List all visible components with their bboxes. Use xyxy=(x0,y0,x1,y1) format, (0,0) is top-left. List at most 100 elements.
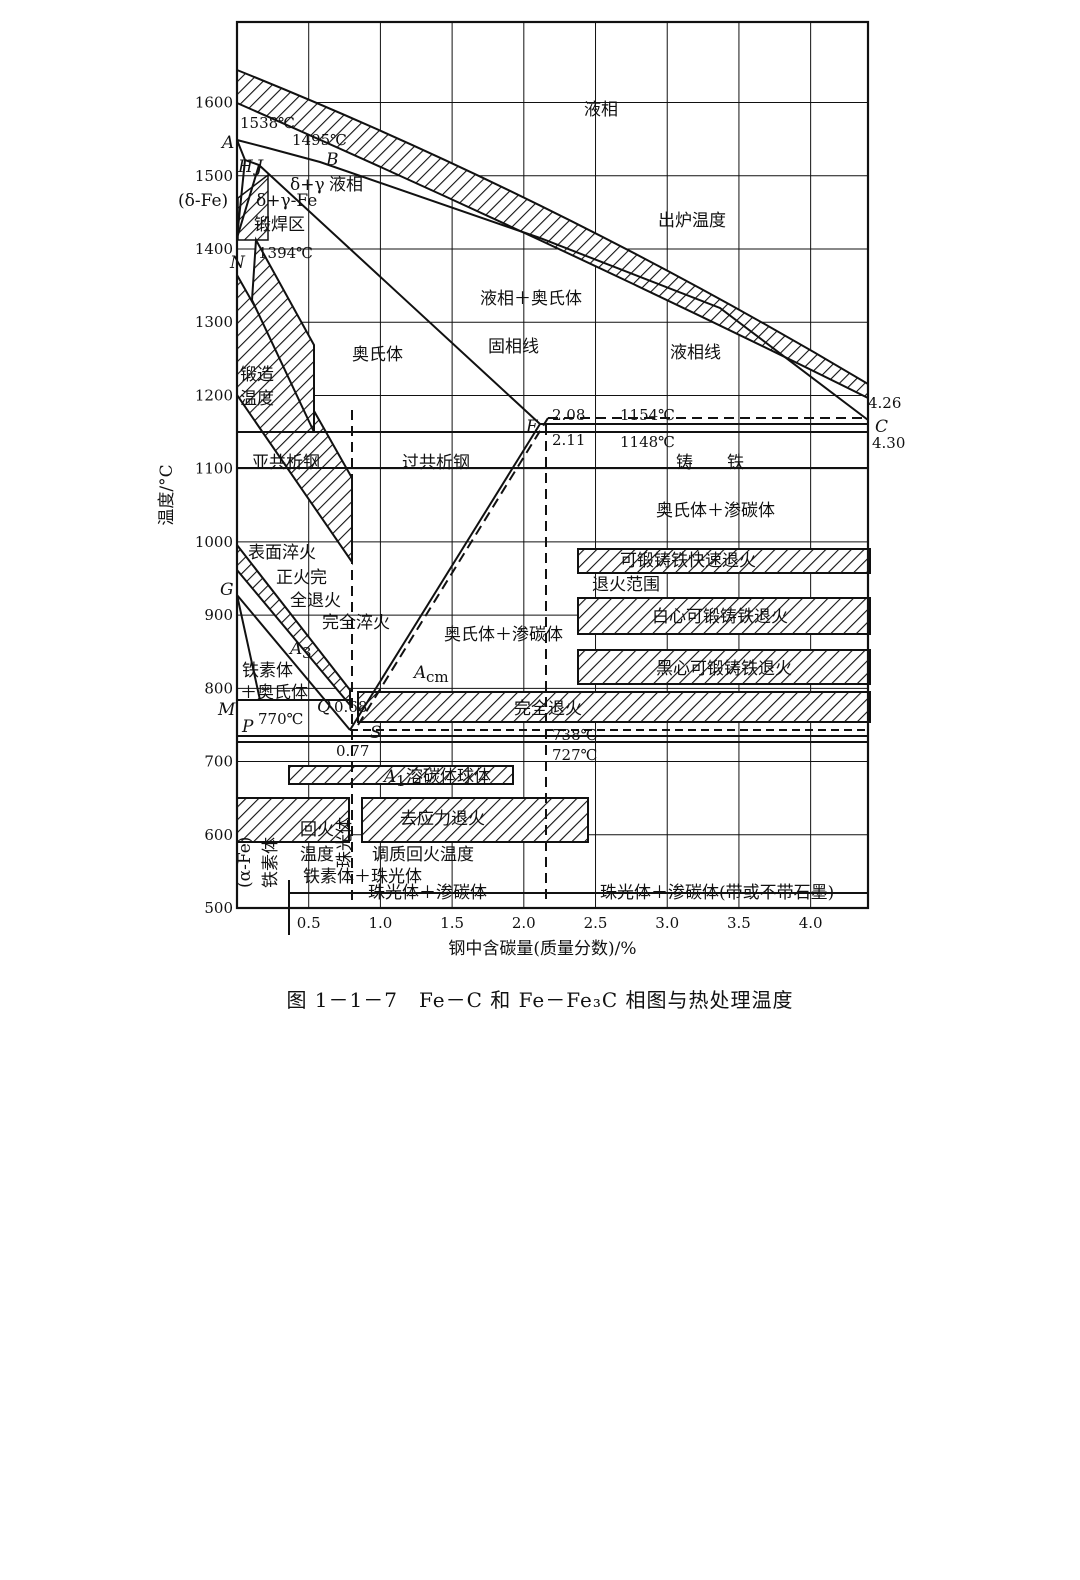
x-tick-label: 2.5 xyxy=(584,914,608,932)
label-acm-sub: cm xyxy=(426,668,449,686)
y-tick-label: 600 xyxy=(204,826,233,844)
carbon-0-68: 0.68 xyxy=(334,698,367,716)
label-hypereutectoid: 过共析钢 xyxy=(402,453,470,473)
line-H-N xyxy=(236,159,246,239)
y-tick-label: 900 xyxy=(204,606,233,624)
label-a3: A xyxy=(288,639,302,659)
point-J: J xyxy=(253,157,264,177)
label-white-malleable: 白心可锻铸铁退火 xyxy=(652,607,788,627)
label-spheroidize: 溶碳体球体 xyxy=(406,767,491,787)
label-hypoeutectoid: 亚共析钢 xyxy=(252,453,320,473)
label-aust-cementite-lower: 奥氏体＋渗碳体 xyxy=(444,625,563,645)
label-pearlite-cementite: 珠光体＋渗碳体 xyxy=(368,883,487,903)
point-H: H xyxy=(237,157,254,177)
x-tick-label: 0.5 xyxy=(297,914,321,932)
label-a3-sub: 3 xyxy=(302,644,312,662)
point-G: G xyxy=(220,580,234,600)
white-malleable-band xyxy=(577,597,871,635)
label-forging-2: 温度 xyxy=(240,389,274,409)
point-N: N xyxy=(229,253,246,273)
black-malleable-band xyxy=(577,649,871,685)
label-temper-2: 温度 xyxy=(300,845,334,865)
temp-1538: 1538℃ xyxy=(240,114,295,132)
label-cast-iron: 铸 铁 xyxy=(676,453,744,473)
label-ferrite-pearlite: 铁素体＋珠光体 xyxy=(303,867,422,887)
label-normalize-2: 全退火 xyxy=(290,591,341,611)
label-liquid-austenite: 液相＋奥氏体 xyxy=(480,289,582,309)
y-tick-label: 800 xyxy=(204,679,233,697)
label-a1-sub: 1 xyxy=(396,772,406,790)
label-ferrite-1: 铁素体 xyxy=(242,661,293,681)
label-furnace-temp: 出炉温度 xyxy=(658,211,726,231)
label-delta-gamma-fe: δ+γ-Fe xyxy=(256,191,317,211)
temp-727: 727℃ xyxy=(552,746,597,764)
axes: 0.5 1.0 1.5 2.0 2.5 3.0 3.5 4.0 500 600 700 800 900 1… xyxy=(157,20,870,959)
full-anneal-band xyxy=(357,691,871,723)
label-ferrite-vertical: 铁素体 xyxy=(261,837,281,888)
label-delta-fe: (δ-Fe) xyxy=(178,191,228,211)
region-liquid: 液相 xyxy=(584,100,618,120)
solidus-A-H-J-E xyxy=(236,139,541,425)
temp-1148: 1148℃ xyxy=(620,433,675,451)
liquidus-A-B-C xyxy=(236,139,869,421)
label-austenite: 奥氏体 xyxy=(352,345,403,365)
label-liquidus: 液相线 xyxy=(670,343,721,363)
plot-frame xyxy=(235,20,870,910)
x-tick-label: 2.0 xyxy=(512,914,536,932)
label-ferrite-2: ＋奥氏体 xyxy=(240,683,308,703)
line-G-S xyxy=(236,594,351,731)
point-M: M xyxy=(217,700,236,720)
label-temper-1: 回火 xyxy=(300,820,334,840)
point-Q: Q xyxy=(317,697,331,717)
fe-c-phase-diagram: 0.5 1.0 1.5 2.0 2.5 3.0 3.5 4.0 500 600 700 800 900 1… xyxy=(157,20,905,959)
y-tick-label: 500 xyxy=(204,899,233,917)
y-tick-label: 1300 xyxy=(195,313,233,331)
x-tick-label: 3.0 xyxy=(655,914,679,932)
x-axis-title: 钢中含碳量(质量分数)/% xyxy=(448,939,636,959)
y-tick-label: 700 xyxy=(204,753,233,771)
line-J-N xyxy=(236,164,260,239)
malleable-fast-anneal-band xyxy=(577,548,871,574)
label-malleable-fast: 可锻铸铁快速退火 xyxy=(620,551,756,571)
y-tick-label: 1500 xyxy=(195,167,233,185)
carbon-2-08: 2.08 xyxy=(552,406,585,424)
labels: 液相 A H J B N E C G M P Q S 1538℃ 1495℃ 1… xyxy=(178,100,905,903)
y-tick-label: 1100 xyxy=(195,460,233,478)
point-B: B xyxy=(325,150,339,170)
label-full-anneal: 完全退火 xyxy=(514,699,582,719)
point-E: E xyxy=(525,417,539,437)
label-a1: A xyxy=(382,767,396,787)
label-solidus: 固相线 xyxy=(488,337,539,357)
label-pearlite-cementite-graphite: 珠光体＋渗碳体(带或不带石墨) xyxy=(600,883,834,903)
figure-caption: 图 1－1－7 Fe－C 和 Fe－Fe₃C 相图与热处理温度 xyxy=(286,988,794,1012)
label-acm: A xyxy=(412,663,426,683)
acm-line xyxy=(349,423,541,731)
temp-1154: 1154℃ xyxy=(620,406,675,424)
label-surface-quench: 表面淬火 xyxy=(248,543,316,563)
x-tick-label: 4.0 xyxy=(799,914,823,932)
carbon-2-11: 2.11 xyxy=(552,431,585,449)
label-forge-weld: 锻焊区 xyxy=(254,215,305,235)
point-C: C xyxy=(875,417,888,437)
x-tick-label: 1.5 xyxy=(440,914,464,932)
temp-1394: 1394℃ xyxy=(258,244,313,262)
label-delta-gamma: δ+γ xyxy=(290,175,325,195)
point-P: P xyxy=(241,717,254,737)
label-black-malleable: 黑心可锻铸铁退火 xyxy=(656,659,792,679)
x-tick-label: 3.5 xyxy=(727,914,751,932)
label-alpha-fe: (α-Fe) xyxy=(235,837,255,888)
point-S: S xyxy=(370,723,382,743)
acm-dashed xyxy=(357,417,549,726)
label-aust-cementite-upper: 奥氏体＋渗碳体 xyxy=(656,501,775,521)
line-G-P xyxy=(236,594,261,701)
spheroidize-band xyxy=(288,765,514,785)
y-tick-label: 1600 xyxy=(195,94,233,112)
label-pearlite-vertical: 珠光体 xyxy=(335,817,355,868)
y-axis-title: 温度/°C xyxy=(157,464,177,525)
stress-relief-band-right xyxy=(361,797,589,843)
label-full-quench: 完全淬火 xyxy=(322,613,390,633)
y-tick-label: 1400 xyxy=(195,240,233,258)
x-tick-label: 1.0 xyxy=(368,914,392,932)
label-anneal-range: 退火范围 xyxy=(592,575,660,595)
label-quench-temper: 调质回火温度 xyxy=(372,845,474,865)
